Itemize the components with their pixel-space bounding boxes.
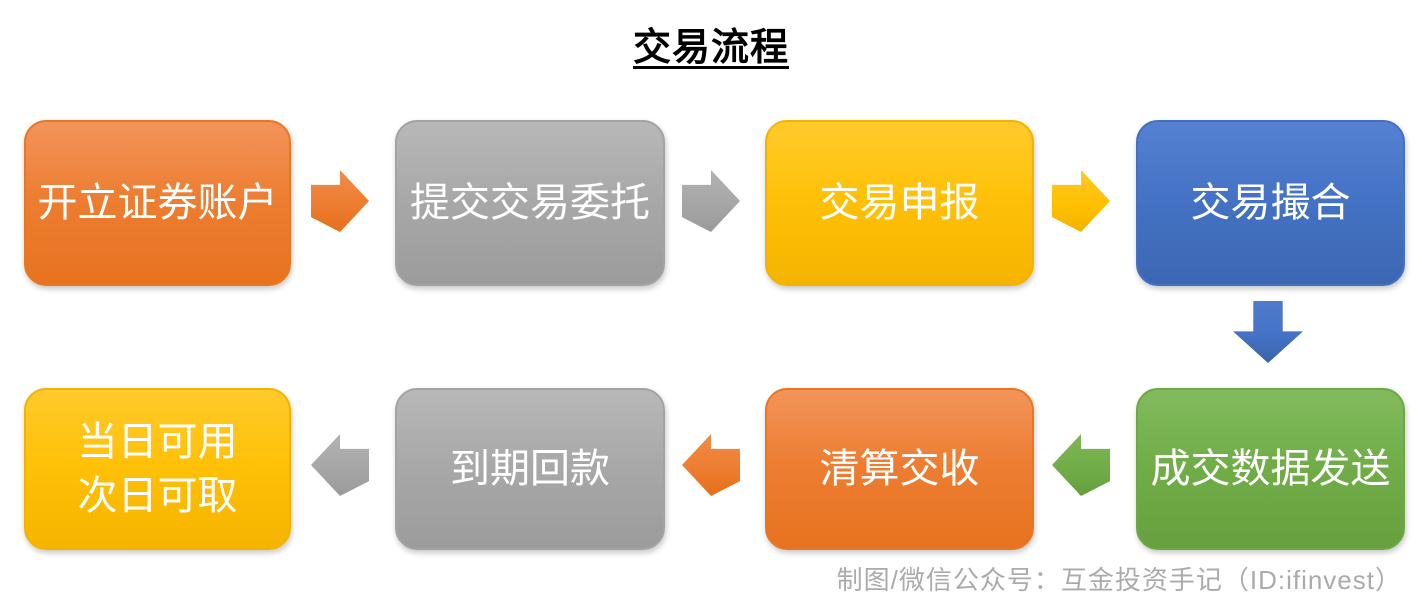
flow-step-label: 交易申报: [819, 181, 980, 225]
flow-step-label: 到期回款: [450, 447, 610, 491]
flow-step-trade-data-sending: 成交数据发送: [1136, 388, 1405, 550]
flow-step-funds-availability: 当日可用 次日可取: [24, 388, 291, 550]
flow-step-submit-order: 提交交易委托: [395, 120, 665, 286]
flow-step-label: 成交数据发送: [1150, 447, 1391, 491]
page-title-text: 交易流程: [632, 27, 789, 69]
arrow-left-gray-icon: [311, 434, 369, 496]
watermark-credit: 制图/微信公众号：互金投资手记（ID:ifinvest）: [836, 565, 1402, 595]
flow-step-open-account: 开立证券账户: [24, 120, 291, 286]
arrow-right-orange-icon: [311, 170, 369, 232]
arrow-right-gold-icon: [1052, 170, 1110, 232]
flow-step-maturity-repayment: 到期回款: [395, 388, 665, 550]
arrow-right-gray-icon: [682, 170, 740, 232]
flow-step-label: 清算交收: [819, 447, 980, 491]
flow-step-label: 提交交易委托: [410, 181, 650, 225]
flow-step-label: 当日可用 次日可取: [77, 420, 238, 518]
arrow-left-orange-icon: [682, 434, 740, 496]
flow-step-trade-matching: 交易撮合: [1136, 120, 1405, 286]
arrow-down-blue-icon: [1233, 301, 1303, 363]
page-title: 交易流程: [0, 16, 1422, 71]
flow-step-clearing-settlement: 清算交收: [765, 388, 1034, 550]
flow-step-label: 开立证券账户: [37, 181, 278, 225]
flow-step-label: 交易撮合: [1190, 181, 1351, 225]
flow-step-trade-declaration: 交易申报: [765, 120, 1034, 286]
arrow-left-green-icon: [1052, 434, 1110, 496]
